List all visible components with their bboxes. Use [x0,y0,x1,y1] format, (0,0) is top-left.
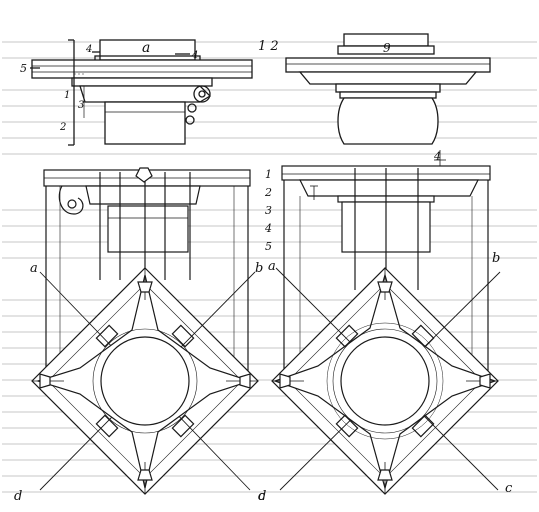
elevation-left [30,39,253,146]
label-plan-left-b: b [255,261,263,276]
plan-right [271,267,501,495]
figure-number: 1 2 [258,39,279,54]
label-elevation-left-4b: 4 [191,50,198,61]
label-elevation-left-3: 3 [78,100,84,111]
label-elevation-left-1: 1 [64,90,70,101]
label-plan-left-d: d [14,489,22,504]
label-plan-right-d: d [258,489,266,504]
elevation-right [285,33,491,145]
projection-right [281,150,491,385]
label-elevation-right-9: 9 [383,41,391,55]
label-elevation-left-a: a [142,40,150,56]
label-section-right-2: 2 [264,186,272,199]
label-section-right-4: 4 [433,150,441,163]
label-section-right-3: 3 [265,204,272,217]
label-plan-right-c: c [505,481,513,496]
label-plan-left-a: a [30,261,38,276]
label-section-right-5: 5 [265,240,272,253]
label-elevation-left-2: 2 [59,122,66,133]
label-plan-left-c: c [258,489,266,504]
label-elevation-left-4: 4 [85,44,92,55]
label-elevation-left-5: 5 [20,62,27,75]
label-plan-right-a: a [268,259,276,274]
label-section-right-4b: 4 [264,222,272,235]
label-section-right-1: 1 [265,168,272,181]
label-plan-right-b: b [492,251,500,266]
plan-left [31,267,259,495]
